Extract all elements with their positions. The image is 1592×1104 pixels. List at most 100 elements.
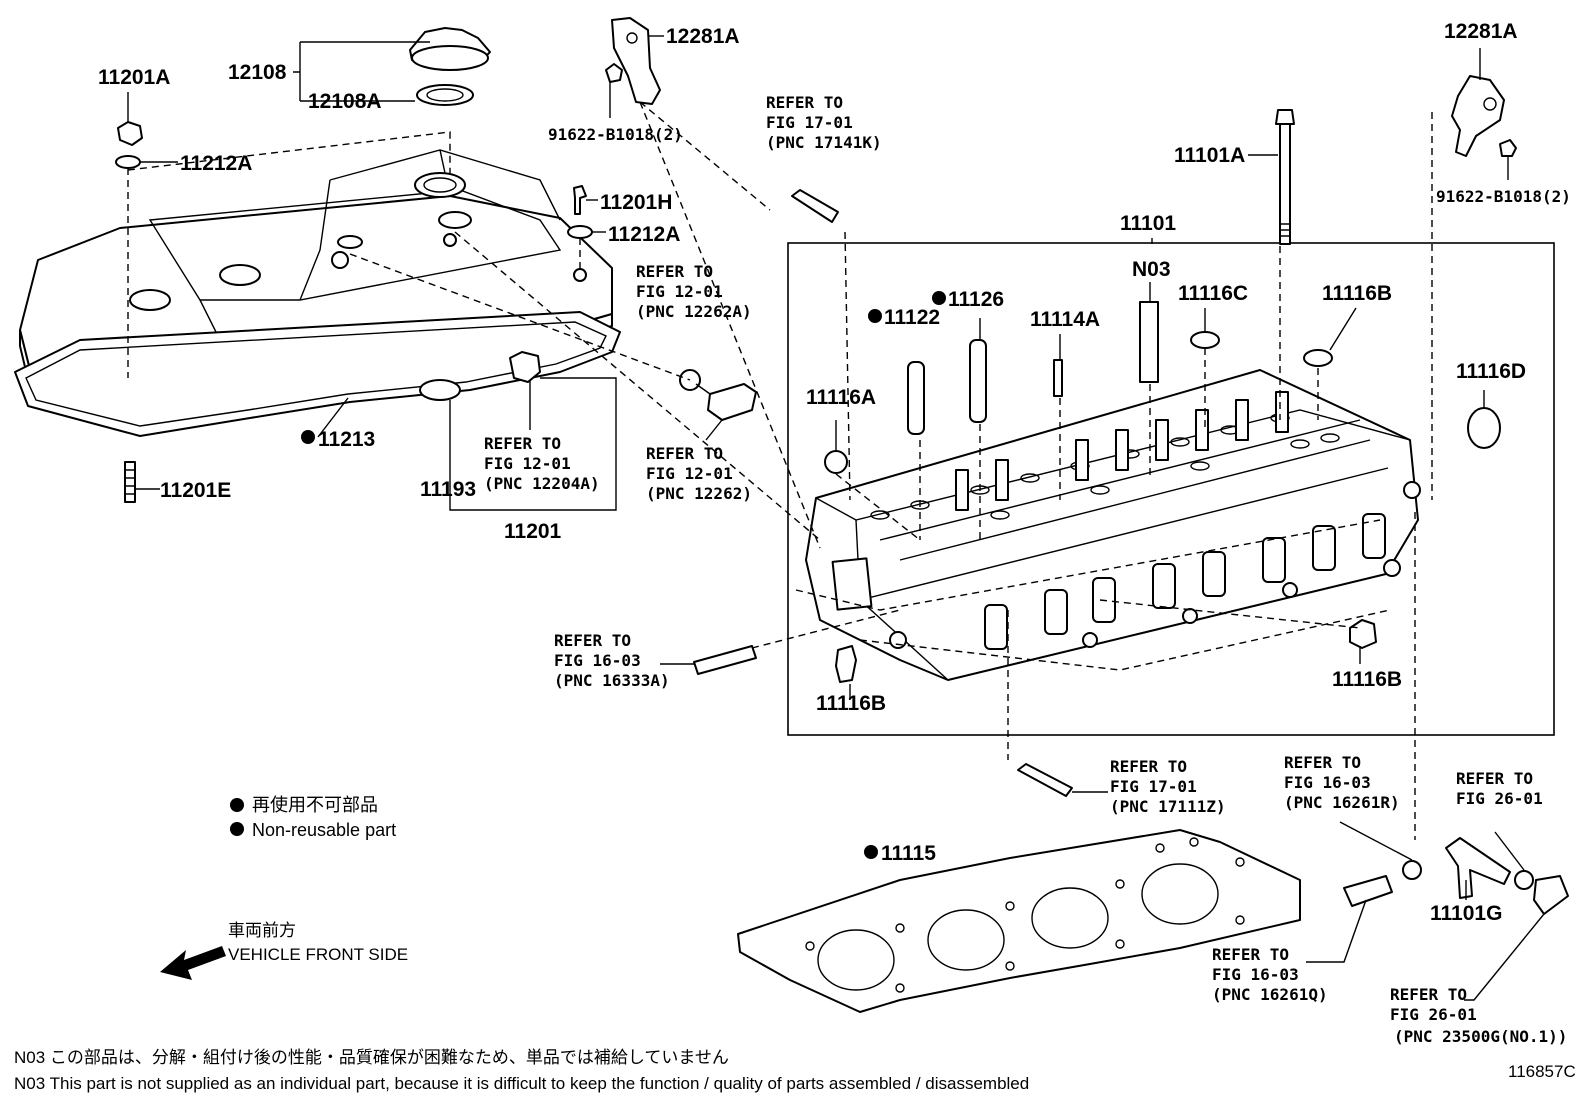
label-12281a-right: 12281A xyxy=(1444,20,1518,43)
svg-text:FIG 16-03: FIG 16-03 xyxy=(554,651,641,670)
svg-text:REFER TO: REFER TO xyxy=(554,631,631,650)
label-12108: 12108 xyxy=(228,61,287,84)
pin-11114a xyxy=(1053,359,1063,397)
engine-hanger-left xyxy=(605,17,661,105)
svg-text:(PNC 16261R): (PNC 16261R) xyxy=(1284,793,1400,812)
hose-12262 xyxy=(707,383,757,421)
svg-text:REFER TO: REFER TO xyxy=(484,434,561,453)
clip-16261r xyxy=(1402,860,1422,880)
label-11116c: 11116C xyxy=(1178,282,1248,305)
part-n03 xyxy=(1139,301,1159,383)
refer-callout[interactable]: REFER TO FIG 26-01 xyxy=(1456,769,1543,808)
front-direction-arrow-icon xyxy=(160,946,226,980)
plug-11116b-top xyxy=(1303,349,1333,367)
legend-japanese: 再使用不可部品 xyxy=(252,795,378,815)
label-91622-right: 91622-B1018(2) xyxy=(1436,187,1571,206)
valve-cover-gasket xyxy=(14,311,621,437)
plug-11116a xyxy=(824,450,848,474)
svg-text:(PNC 12262): (PNC 12262) xyxy=(646,484,752,503)
svg-text:REFER TO: REFER TO xyxy=(636,262,713,281)
refer-callout[interactable]: REFER TO FIG 16-03 (PNC 16333A) xyxy=(554,631,670,690)
front-direction-japanese: 車両前方 xyxy=(228,921,296,940)
plug-11116c xyxy=(1190,331,1220,349)
refer-callout[interactable]: REFER TO FIG 26-01 (PNC 23500G(NO.1)) xyxy=(1390,985,1567,1046)
seal-washer-11212a-right xyxy=(567,225,593,239)
label-11101g: 11101G xyxy=(1430,902,1502,925)
note-n03-english: N03 This part is not supplied as an indi… xyxy=(14,1074,1029,1093)
label-n03: N03 xyxy=(1132,258,1171,281)
svg-text:FIG 16-03: FIG 16-03 xyxy=(1284,773,1371,792)
svg-text:REFER TO: REFER TO xyxy=(766,93,843,112)
label-11116b-bottom: 11116B xyxy=(816,692,886,715)
label-11201e: 11201E xyxy=(160,479,231,502)
plug-11116d xyxy=(1467,407,1501,449)
label-11116d: 11116D xyxy=(1456,360,1526,383)
label-11122: 11122 xyxy=(884,306,940,329)
svg-text:REFER TO: REFER TO xyxy=(1110,757,1187,776)
non-reusable-marker-icon xyxy=(301,430,315,444)
label-11116b-right: 11116B xyxy=(1332,668,1402,691)
figure-code: 116857C xyxy=(1508,1062,1576,1081)
non-reusable-bullet-icon xyxy=(230,798,244,812)
note-n03-japanese: N03 この部品は、分解・組付け後の性能・品質確保が困難なため、単品では補給して… xyxy=(14,1048,729,1067)
label-11114a: 11114A xyxy=(1030,308,1100,331)
cylinder-head-illustration xyxy=(805,369,1421,681)
label-11101: 11101 xyxy=(1120,212,1176,235)
plug-12204a xyxy=(509,351,541,383)
svg-text:(PNC 17111Z): (PNC 17111Z) xyxy=(1110,797,1226,816)
valve-guide-11126 xyxy=(969,339,987,423)
front-direction-english: VEHICLE FRONT SIDE xyxy=(228,945,408,964)
plug-11116b-bottom xyxy=(835,645,857,683)
svg-text:FIG 12-01: FIG 12-01 xyxy=(646,464,733,483)
non-reusable-marker-icon xyxy=(932,291,946,305)
svg-text:FIG 17-01: FIG 17-01 xyxy=(766,113,853,132)
stud-17141k xyxy=(791,189,839,223)
svg-text:REFER TO: REFER TO xyxy=(646,444,723,463)
hose-23500g xyxy=(1533,875,1569,915)
bolt-11201h xyxy=(573,185,587,215)
refer-callout[interactable]: REFER TO FIG 12-01 (PNC 12204A) xyxy=(484,434,600,493)
svg-text:FIG 16-03: FIG 16-03 xyxy=(1212,965,1299,984)
label-11126: 11126 xyxy=(948,288,1004,311)
label-11101a: 11101A xyxy=(1174,144,1245,167)
svg-text:(PNC 16261Q): (PNC 16261Q) xyxy=(1212,985,1328,1004)
seal-washer-11212a xyxy=(115,155,141,169)
refer-callout[interactable]: REFER TO FIG 16-03 (PNC 16261R) xyxy=(1284,753,1400,812)
svg-text:(PNC 12262A): (PNC 12262A) xyxy=(636,302,752,321)
assembly-dashed-lines xyxy=(127,101,1433,840)
label-11201a: 11201A xyxy=(98,66,170,89)
svg-text:(PNC 23500G(NO.1)): (PNC 23500G(NO.1)) xyxy=(1394,1027,1567,1046)
clip-26-01 xyxy=(1514,870,1534,890)
hose-16261q xyxy=(1343,875,1393,907)
leader-lines xyxy=(127,35,1545,1001)
label-11201: 11201 xyxy=(504,520,562,543)
svg-text:FIG 26-01: FIG 26-01 xyxy=(1456,789,1543,808)
label-12108a: 12108A xyxy=(308,90,382,113)
refer-callout[interactable]: REFER TO FIG 12-01 (PNC 12262A) xyxy=(636,262,752,321)
refer-callout[interactable]: REFER TO FIG 16-03 (PNC 16261Q) xyxy=(1212,945,1328,1004)
engine-hanger-right xyxy=(1451,75,1517,157)
label-11116a: 11116A xyxy=(806,386,876,409)
svg-text:(PNC 16333A): (PNC 16333A) xyxy=(554,671,670,690)
cap-nut-11201a xyxy=(117,121,143,146)
union-11101g xyxy=(1445,837,1511,899)
non-reusable-bullet-icon xyxy=(230,822,244,836)
svg-text:FIG 26-01: FIG 26-01 xyxy=(1390,1005,1477,1024)
svg-text:FIG 12-01: FIG 12-01 xyxy=(636,282,723,301)
label-91622-left: 91622-B1018(2) xyxy=(548,125,683,144)
seal-11193 xyxy=(419,379,461,401)
svg-text:FIG 17-01: FIG 17-01 xyxy=(1110,777,1197,796)
label-11115: 11115 xyxy=(881,842,936,865)
label-12281a-left: 12281A xyxy=(666,25,740,48)
refer-callout[interactable]: REFER TO FIG 17-01 (PNC 17111Z) xyxy=(1110,757,1226,816)
oil-filler-cap-illustration xyxy=(409,27,491,106)
refer-callout[interactable]: REFER TO FIG 17-01 (PNC 17141K) xyxy=(766,93,882,152)
svg-text:(PNC 17141K): (PNC 17141K) xyxy=(766,133,882,152)
label-11213: 11213 xyxy=(318,428,375,451)
svg-text:REFER TO: REFER TO xyxy=(1284,753,1361,772)
refer-callout[interactable]: REFER TO FIG 12-01 (PNC 12262) xyxy=(646,444,752,503)
head-gasket-illustration xyxy=(737,829,1301,1013)
plug-11116b-right xyxy=(1349,619,1377,649)
